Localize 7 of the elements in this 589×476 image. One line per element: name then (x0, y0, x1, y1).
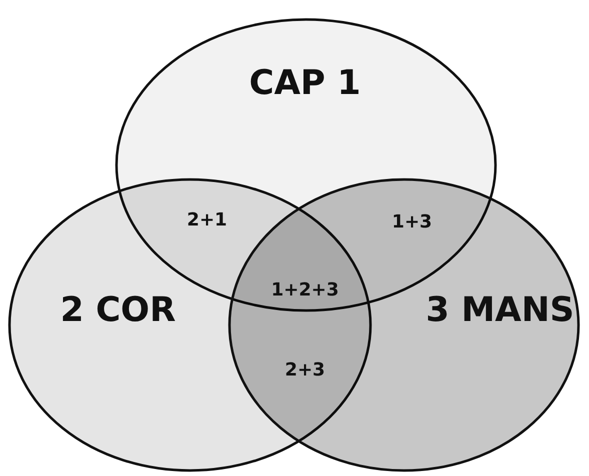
circle-label: 2 COR (59, 290, 177, 330)
overlap-label: 2+1 (186, 210, 228, 230)
overlap-label: 1+3 (392, 212, 432, 232)
overlap-label: 1+2+3 (271, 280, 339, 300)
overlap-label: 2+3 (284, 360, 326, 380)
circle-label: 3 MANS (425, 290, 575, 330)
circle-label: CAP 1 (248, 63, 362, 103)
